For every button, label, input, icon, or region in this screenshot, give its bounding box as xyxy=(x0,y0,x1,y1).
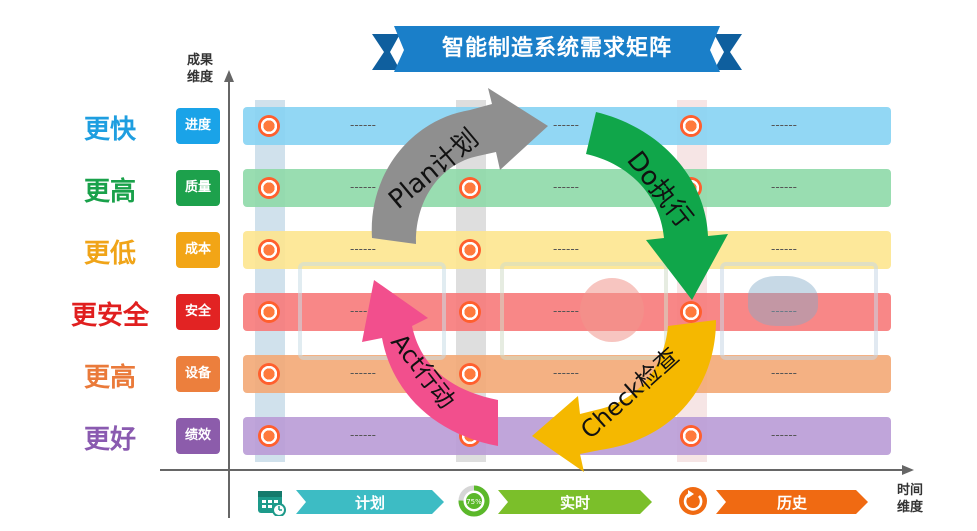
target-marker-icon xyxy=(258,177,280,199)
phase-arrow-history xyxy=(716,490,868,514)
phase-label-plan: 计划 xyxy=(354,494,385,512)
cell-placeholder: ------ xyxy=(553,180,579,194)
cell-placeholder: ------ xyxy=(350,242,376,256)
phase-label-realtime: 实时 xyxy=(559,494,590,512)
ribbon-shape xyxy=(372,26,742,72)
x-axis-label-line1: 时间 xyxy=(896,483,923,498)
target-marker-icon xyxy=(258,363,280,385)
plan-arrow: Plan计划 xyxy=(371,88,548,244)
target-marker-icon xyxy=(459,177,481,199)
check-arrow: Check检查 xyxy=(532,320,716,472)
cell-placeholder: ------ xyxy=(350,366,376,380)
y-axis-label-line2: 维度 xyxy=(186,70,213,85)
row-band xyxy=(243,169,891,207)
target-marker-icon xyxy=(459,239,481,261)
history-icon xyxy=(678,486,708,516)
cell-placeholder: ------ xyxy=(553,366,579,380)
row-goal-label: 更快 xyxy=(83,115,136,145)
phase-label-history: 历史 xyxy=(776,494,807,512)
row-dimension-badge: 进度 xyxy=(176,108,220,144)
cell-placeholder: ------ xyxy=(771,304,797,318)
brain-icon xyxy=(748,276,818,326)
illustration-pie xyxy=(580,278,644,342)
y-axis-label-line1: 成果 xyxy=(186,53,213,68)
row-dimension-badge: 设备 xyxy=(176,356,220,392)
illustration-board xyxy=(298,262,446,360)
row-dimension-badge: 成本 xyxy=(176,232,220,268)
row-goal-label: 更高 xyxy=(83,177,136,207)
row-dimension-badge: 安全 xyxy=(176,294,220,330)
title-ribbon: 智能制造系统需求矩阵 xyxy=(372,22,742,78)
target-marker-icon xyxy=(258,115,280,137)
cell-placeholder: ------ xyxy=(771,118,797,132)
target-marker-icon xyxy=(459,363,481,385)
illustration-brain-screen xyxy=(720,262,878,360)
cell-placeholder: ------ xyxy=(771,428,797,442)
row-band xyxy=(243,293,891,331)
x-axis-label: 时间 维度 xyxy=(890,482,930,516)
x-axis-label-line2: 维度 xyxy=(896,500,923,515)
target-marker-icon xyxy=(258,301,280,323)
do-arrow: Do执行 xyxy=(586,112,728,300)
phase-arrow-realtime xyxy=(498,490,652,514)
target-marker-icon xyxy=(258,239,280,261)
illustration-monitor xyxy=(500,262,668,360)
column-plan xyxy=(255,100,285,462)
row-goal-label: 更安全 xyxy=(70,301,149,331)
target-marker-icon xyxy=(258,425,280,447)
row-band xyxy=(243,355,891,393)
row-dimension-badge: 质量 xyxy=(176,170,220,206)
cell-placeholder: ------ xyxy=(350,180,376,194)
diagram-title: 智能制造系统需求矩阵 xyxy=(441,36,672,61)
cell-placeholder: ------ xyxy=(553,242,579,256)
cell-placeholder: ------ xyxy=(771,242,797,256)
cell-placeholder: ------ xyxy=(350,428,376,442)
target-marker-icon xyxy=(459,301,481,323)
row-goal-label: 更低 xyxy=(83,239,136,269)
cell-placeholder: ------ xyxy=(553,304,579,318)
target-marker-icon xyxy=(680,301,702,323)
row-goal-label: 更高 xyxy=(83,363,136,393)
phase-arrow-plan xyxy=(296,490,444,514)
y-axis-label: 成果 维度 xyxy=(180,52,220,86)
row-band xyxy=(243,107,891,145)
row-goal-label: 更好 xyxy=(83,425,136,455)
calendar-icon xyxy=(256,486,286,517)
cell-placeholder: ------ xyxy=(771,366,797,380)
act-arrow: Act行动 xyxy=(362,280,498,446)
cell-placeholder: ------ xyxy=(350,118,376,132)
progress-ring-icon: 75% xyxy=(458,485,490,517)
progress-ring-text: 75% xyxy=(466,498,482,506)
cell-placeholder: ------ xyxy=(553,118,579,132)
target-marker-icon xyxy=(680,115,702,137)
cell-placeholder: ------ xyxy=(771,180,797,194)
target-marker-icon xyxy=(680,425,702,447)
row-dimension-badge: 绩效 xyxy=(176,418,220,454)
